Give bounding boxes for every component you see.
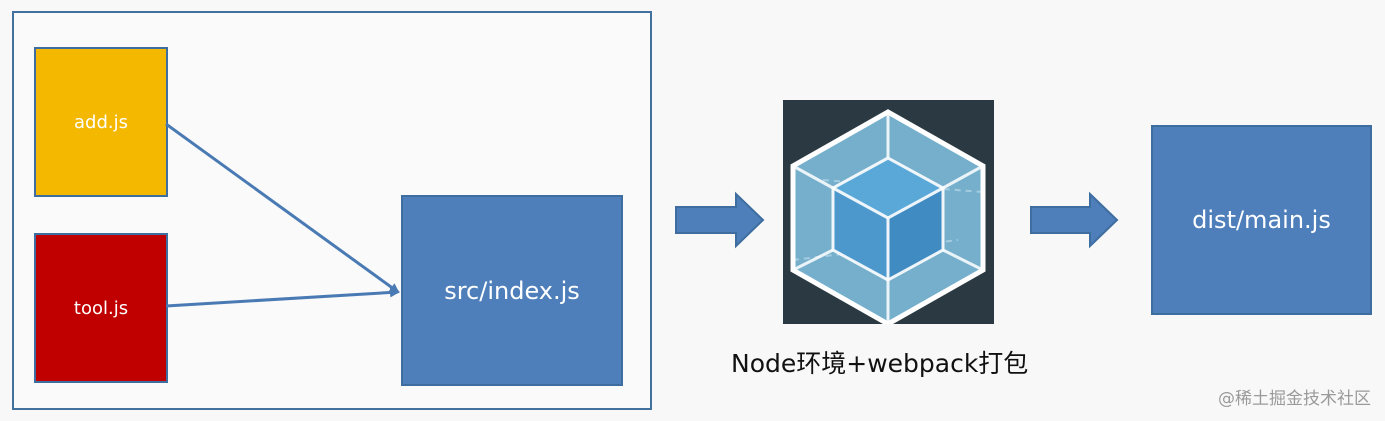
add-to-index-arrow: [165, 122, 400, 294]
add-js-label: add.js: [74, 111, 128, 133]
index-js-module: src/index.js: [401, 195, 623, 386]
tool-js-module: tool.js: [34, 233, 168, 383]
webpack-caption: Node环境+webpack打包: [731, 349, 1029, 378]
webpack-logo: [783, 100, 994, 327]
bundle-arrow-1: [675, 191, 765, 249]
index-js-label: src/index.js: [444, 276, 580, 305]
dist-main-js-label: dist/main.js: [1192, 206, 1331, 234]
tool-to-index-arrow: [165, 287, 400, 308]
tool-js-label: tool.js: [73, 297, 129, 319]
webpack-cube-icon: [790, 109, 986, 327]
watermark: @稀土掘金技术社区: [1218, 389, 1371, 409]
add-js-module: add.js: [34, 47, 168, 197]
bundle-arrow-2: [1030, 191, 1119, 249]
dist-main-js-bundle: dist/main.js: [1151, 125, 1372, 315]
